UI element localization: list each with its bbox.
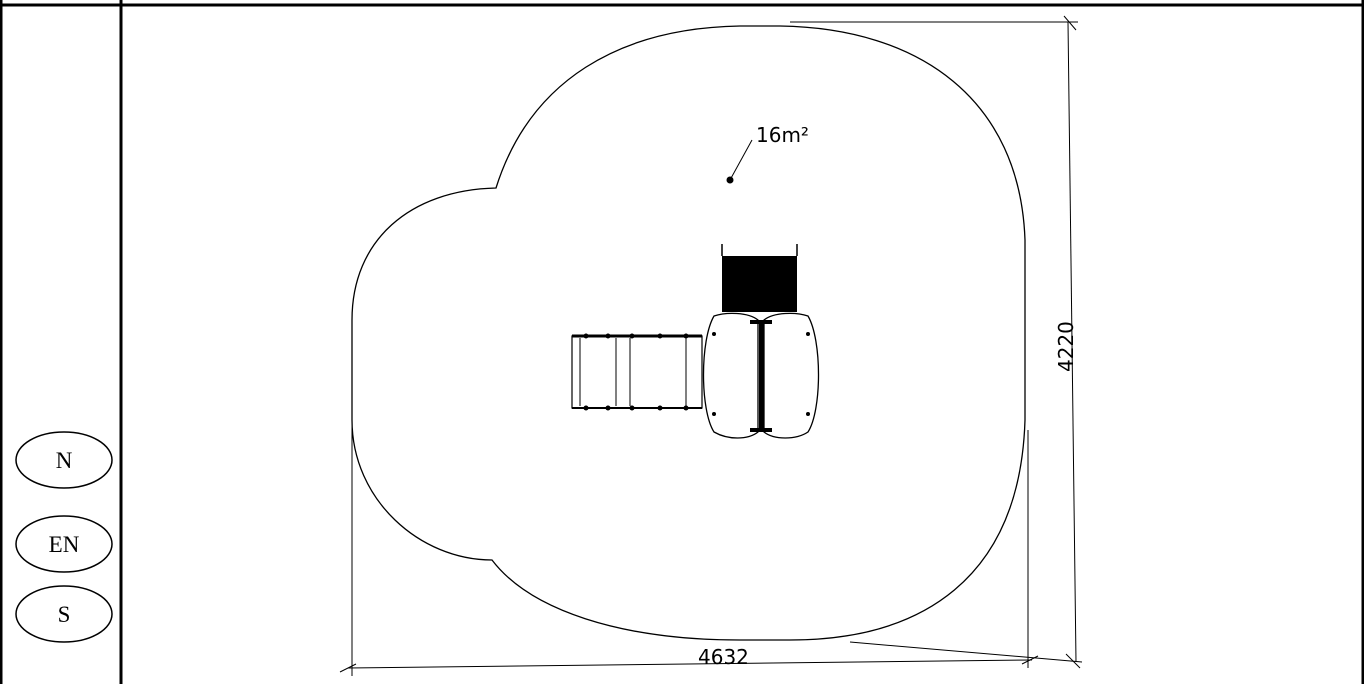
area-leader-dot [726,176,734,184]
legend-label-n: N [56,448,73,473]
safety-zone-outline [351,25,1026,641]
width-dimension-arrow-left [339,663,357,673]
height-dimension-arrow-top [1063,15,1077,31]
height-dimension-tick-bottom [849,641,1083,663]
equipment-bridge [571,333,703,411]
legend-oval-n: N [15,431,113,489]
equipment-platform [702,312,820,439]
height-dimension-arrow-bottom [1065,653,1081,669]
width-dimension-label: 4632 [698,645,749,669]
legend-oval-en: EN [15,515,113,573]
area-leader-line [729,139,753,181]
width-dimension-arrow-right [1021,655,1039,665]
legend-label-en: EN [49,532,80,557]
equipment-slide-block [721,244,798,312]
legend-label-s: S [58,602,71,627]
legend-oval-s: S [15,585,113,643]
width-dimension-line [347,659,1033,669]
area-label: 16m² [756,123,809,147]
height-dimension-line [1067,21,1077,663]
height-dimension-label: 4220 [1054,321,1078,372]
